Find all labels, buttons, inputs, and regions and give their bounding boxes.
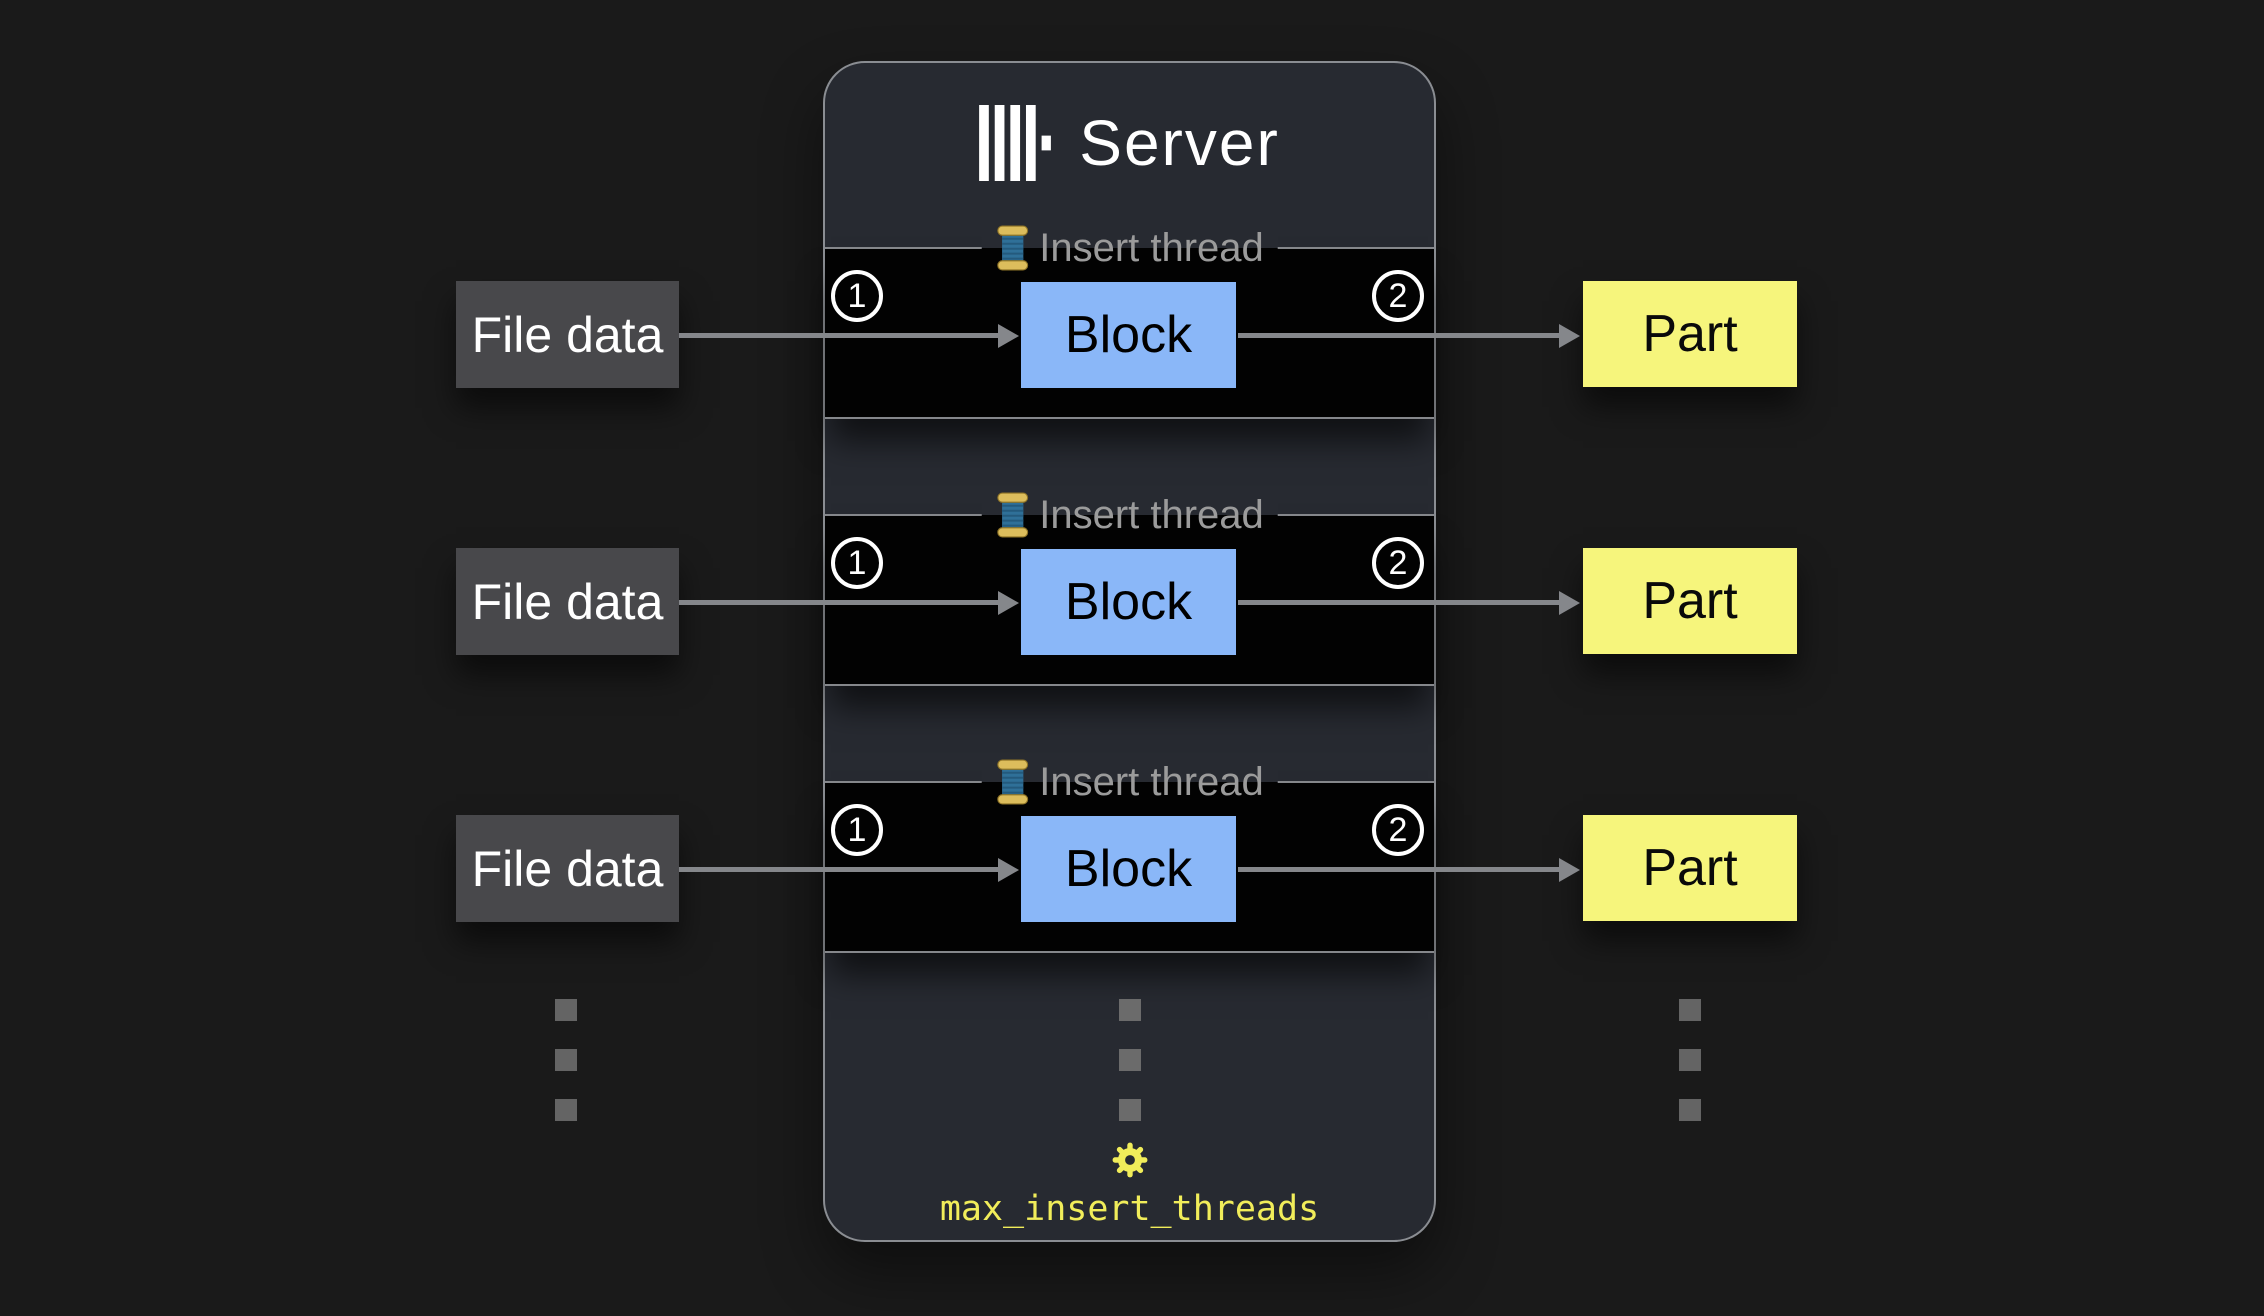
- part-box: Part: [1583, 815, 1797, 921]
- block-box: Block: [1021, 549, 1236, 655]
- file-data-box: File data: [456, 548, 679, 655]
- arrow-file-to-block: [679, 600, 998, 605]
- block-label: Block: [1064, 573, 1193, 631]
- server-title-label: Server: [1079, 107, 1280, 179]
- ellipsis-dot: [555, 999, 577, 1021]
- part-label: Part: [1642, 839, 1738, 897]
- step-1-number: 1: [847, 276, 867, 315]
- file-data-box: File data: [456, 815, 679, 922]
- thread-spool-icon: [996, 492, 1028, 538]
- ellipsis-dot: [1118, 999, 1141, 1021]
- arrow-file-to-block: [679, 867, 998, 872]
- file-data-label: File data: [471, 840, 664, 897]
- gear-icon: [1112, 1142, 1147, 1178]
- thread-row-legend: Insert thread: [981, 492, 1278, 538]
- ellipsis-dot: [555, 1049, 577, 1071]
- step-1-number: 1: [847, 543, 867, 582]
- setting-label: max_insert_threads: [939, 1189, 1320, 1229]
- block-box: Block: [1021, 816, 1236, 922]
- block-box: Block: [1021, 282, 1236, 388]
- step-1-badge: 1: [831, 270, 883, 322]
- clickhouse-logo-icon: [979, 105, 1052, 181]
- thread-row-legend-label: Insert thread: [1039, 492, 1264, 537]
- step-2-number: 2: [1388, 810, 1408, 849]
- thread-row-legend: Insert thread: [981, 759, 1278, 805]
- file-data-box: File data: [456, 281, 679, 388]
- arrow-block-to-part: [1238, 867, 1559, 872]
- ellipsis-dot: [555, 1099, 577, 1121]
- server-title: Server: [825, 103, 1434, 183]
- thread-spool-icon: [996, 759, 1028, 805]
- ellipsis-dot: [1118, 1099, 1141, 1121]
- ellipsis-dot: [1679, 1099, 1701, 1121]
- arrow-file-to-block: [679, 333, 998, 338]
- arrow-block-to-part: [1238, 600, 1559, 605]
- file-data-label: File data: [471, 573, 664, 630]
- thread-row-legend-label: Insert thread: [1039, 759, 1264, 804]
- step-1-number: 1: [847, 810, 867, 849]
- thread-row-legend: Insert thread: [981, 225, 1278, 271]
- server-setting: max_insert_threads: [825, 1141, 1434, 1229]
- server-box: Server Insert thread 1 Block 2: [823, 61, 1436, 1242]
- step-1-badge: 1: [831, 537, 883, 589]
- block-label: Block: [1064, 306, 1193, 364]
- thread-spool-icon: [996, 225, 1028, 271]
- ellipsis-dot: [1679, 1049, 1701, 1071]
- step-2-number: 2: [1388, 543, 1408, 582]
- file-data-label: File data: [471, 306, 664, 363]
- part-box: Part: [1583, 281, 1797, 387]
- part-label: Part: [1642, 305, 1738, 363]
- step-2-badge: 2: [1372, 270, 1424, 322]
- step-2-badge: 2: [1372, 537, 1424, 589]
- ellipsis-dot: [1118, 1049, 1141, 1071]
- step-1-badge: 1: [831, 804, 883, 856]
- part-box: Part: [1583, 548, 1797, 654]
- ellipsis-dot: [1679, 999, 1701, 1021]
- arrow-block-to-part: [1238, 333, 1559, 338]
- step-2-number: 2: [1388, 276, 1408, 315]
- thread-row-legend-label: Insert thread: [1039, 225, 1264, 270]
- block-label: Block: [1064, 840, 1193, 898]
- step-2-badge: 2: [1372, 804, 1424, 856]
- part-label: Part: [1642, 572, 1738, 630]
